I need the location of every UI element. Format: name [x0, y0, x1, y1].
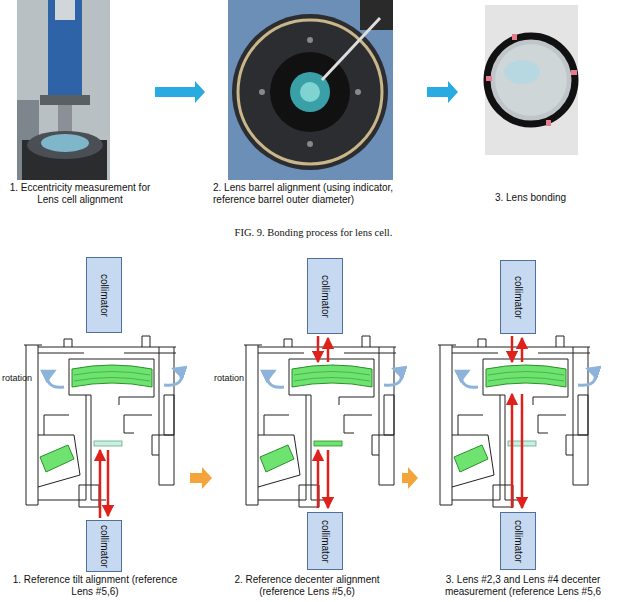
photo-eccentricity-part [58, 105, 72, 133]
photo-lens-bonding-part [485, 5, 578, 155]
cross-section-2-part [327, 450, 330, 508]
photo-barrel-alignment [228, 0, 393, 180]
rotation-label: rotation [2, 373, 32, 384]
collimator-label: collimator [512, 276, 524, 319]
cross-section-3 [438, 336, 595, 508]
cross-section-3-part [511, 336, 514, 362]
step-caption: 2. Lens barrel alignment (using indicato… [213, 182, 425, 206]
step-caption: 1. Reference tilt alignment (reference L… [6, 574, 184, 598]
photo-barrel-alignment-part [228, 0, 393, 180]
photo-lens-bonding-part [486, 76, 492, 81]
process-step-photo: 1. Eccentricity measurement for Lens cel… [5, 0, 155, 212]
cross-section-2 [244, 336, 401, 508]
collimator-box: collimator [500, 512, 536, 570]
collimator-label: collimator [319, 520, 331, 563]
photo-barrel-alignment-part [307, 37, 313, 43]
photo-lens-bonding-part [512, 34, 517, 40]
step-caption: 2. Reference decenter alignment (referen… [218, 574, 396, 598]
collimator-label: collimator [98, 525, 110, 568]
photo-eccentricity-part [55, 0, 75, 20]
photo-lens-bonding [485, 5, 578, 155]
collimator-box: collimator [307, 258, 343, 334]
collimator-box: collimator [86, 257, 122, 333]
rotation-label: rotation [214, 373, 244, 384]
cross-section-3-part [511, 394, 514, 508]
photo-barrel-alignment-part [259, 89, 265, 95]
cross-section-1-part [94, 441, 122, 446]
collimator-label: collimator [98, 274, 110, 317]
cross-section-2-part [317, 450, 320, 508]
flow-arrow [402, 467, 418, 489]
collimator-box: collimator [307, 512, 343, 570]
cross-section-3-part [521, 338, 524, 362]
flow-arrow [427, 81, 458, 103]
photo-barrel-alignment-part [300, 82, 320, 102]
process-step-panel: 2. Reference decenter alignment (referen… [212, 252, 402, 602]
cross-section-1-part [99, 450, 102, 518]
step-caption: 1. Eccentricity measurement for Lens cel… [5, 182, 155, 206]
photo-barrel-alignment-part [307, 141, 313, 147]
photo-eccentricity-part [17, 0, 110, 180]
cross-section-3-part [521, 394, 524, 508]
flow-arrow [155, 81, 205, 103]
flow-arrow [190, 467, 212, 489]
photo-lens-bonding-part [487, 36, 575, 124]
step-caption: 3. Lens #2,3 and Lens #4 decenter measur… [434, 574, 612, 598]
cross-section-3-part [438, 336, 595, 507]
photo-eccentricity-part [27, 131, 103, 159]
photo-lens-bonding-part [504, 60, 540, 84]
process-step-panel: 1. Reference tilt alignment (reference L… [0, 252, 190, 602]
photo-eccentricity-part [41, 134, 89, 152]
cross-section-1-part [107, 450, 110, 516]
photo-eccentricity-part [48, 0, 82, 95]
collimator-box: collimator [500, 260, 536, 334]
cross-section-1-part [24, 336, 181, 507]
cross-section-2-part [244, 336, 401, 507]
process-step-photo: 3. Lens bonding [458, 0, 603, 212]
photo-barrel-alignment-part [238, 20, 382, 164]
cross-section-1 [24, 336, 181, 518]
photo-eccentricity [17, 0, 110, 180]
photo-lens-bonding-part [495, 44, 567, 116]
photo-lens-bonding-part [571, 70, 577, 75]
photo-eccentricity-part [40, 95, 90, 105]
photo-barrel-alignment-part [232, 14, 388, 170]
photo-barrel-alignment-part [355, 89, 361, 95]
figure-caption: FIG. 9. Bonding process for lens cell. [0, 226, 627, 239]
photo-lens-bonding-part [546, 120, 551, 126]
collimator-label: collimator [319, 275, 331, 318]
photo-barrel-alignment-part [322, 18, 380, 80]
collimator-box: collimator [86, 520, 122, 572]
step-caption: 3. Lens bonding [458, 192, 603, 204]
collimator-label: collimator [512, 520, 524, 563]
cross-section-2-part [314, 441, 342, 446]
cross-section-2-part [327, 338, 330, 362]
process-step-panel: 3. Lens #2,3 and Lens #4 decenter measur… [418, 252, 627, 602]
photo-barrel-alignment-part [360, 0, 393, 30]
process-step-photo: 2. Lens barrel alignment (using indicato… [205, 0, 427, 212]
cross-section-2-part [317, 336, 320, 362]
